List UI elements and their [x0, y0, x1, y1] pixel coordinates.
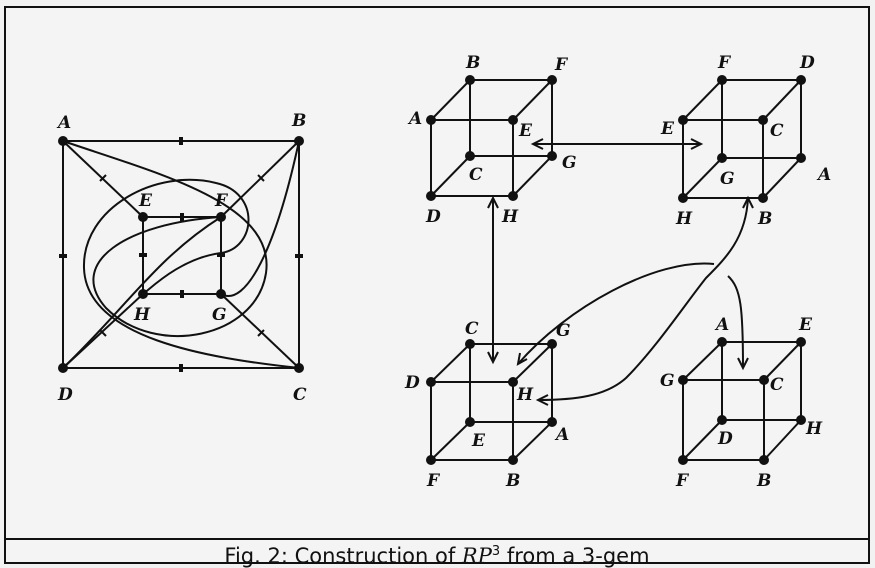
square-graph [59, 137, 303, 372]
label-H: H [133, 305, 151, 325]
cube-1-label-D: D [425, 207, 441, 227]
figure-caption: Fig. 2: Construction of RP3 from a 3-gem [6, 538, 868, 568]
cube-1-label-C: C [469, 165, 483, 185]
cube-1-label-H: H [501, 207, 519, 227]
cube-2-label-C: C [770, 121, 784, 141]
cube-4: G A E C D H F B [660, 315, 823, 491]
square-graph-vertices [58, 136, 304, 373]
label-A: A [56, 113, 71, 133]
square-graph-labels: A B C D E F G H [56, 111, 307, 405]
cube-1-label-B: B [465, 53, 480, 73]
cube-3-label-C: C [465, 319, 479, 339]
cube-4-label-D: D [717, 429, 733, 449]
cube-4-label-B: B [756, 471, 771, 491]
cube-2-label-E: E [660, 119, 675, 139]
cube-1-label-A: A [407, 109, 422, 129]
cube-1: A B F E G C D H [407, 53, 577, 227]
label-E: E [138, 191, 153, 211]
cube-3-label-F: F [426, 471, 441, 491]
cube-4-label-A: A [714, 315, 729, 335]
cube-3-label-E: E [471, 431, 486, 451]
cube-1-label-E: E [518, 121, 533, 141]
cube-4-label-E: E [798, 315, 813, 335]
gem-diagram: A B C D E F G H A B F E G C D H [56, 53, 831, 491]
cube-4-label-F: F [675, 471, 690, 491]
cube-2-label-B: B [757, 209, 772, 229]
cube-2-label-D: D [799, 53, 815, 73]
label-G: G [212, 305, 227, 325]
cube-4-label-H: H [805, 419, 823, 439]
label-D: D [57, 385, 73, 405]
transition-arrows [487, 138, 754, 406]
caption-prefix: Fig. 2: Construction of [224, 544, 462, 568]
cube-2-label-H: H [675, 209, 693, 229]
cube-3-label-H: H [516, 385, 534, 405]
cube-3: D C G H E A F B [404, 319, 571, 491]
cube-2-label-A: A [816, 165, 831, 185]
cube-3-label-A: A [554, 425, 569, 445]
cube-3-label-G: G [556, 321, 571, 341]
cube-2: E F D C G A H B [660, 53, 831, 229]
label-F: F [214, 191, 229, 211]
cube-3-label-D: D [404, 373, 420, 393]
cube-3-label-B: B [505, 471, 520, 491]
cube-4-label-G: G [660, 371, 675, 391]
cube-4-label-C: C [770, 375, 784, 395]
caption-math: RP [461, 544, 492, 568]
figure-frame: A B C D E F G H A B F E G C D H [4, 6, 870, 568]
caption-suffix: from a 3-gem [500, 544, 650, 568]
label-C: C [293, 385, 307, 405]
cube-2-label-F: F [717, 53, 732, 73]
caption-superscript: 3 [491, 544, 501, 559]
cube-2-label-G: G [720, 169, 735, 189]
cube-1-label-F: F [554, 55, 569, 75]
label-B: B [291, 111, 306, 131]
cube-1-label-G: G [562, 153, 577, 173]
